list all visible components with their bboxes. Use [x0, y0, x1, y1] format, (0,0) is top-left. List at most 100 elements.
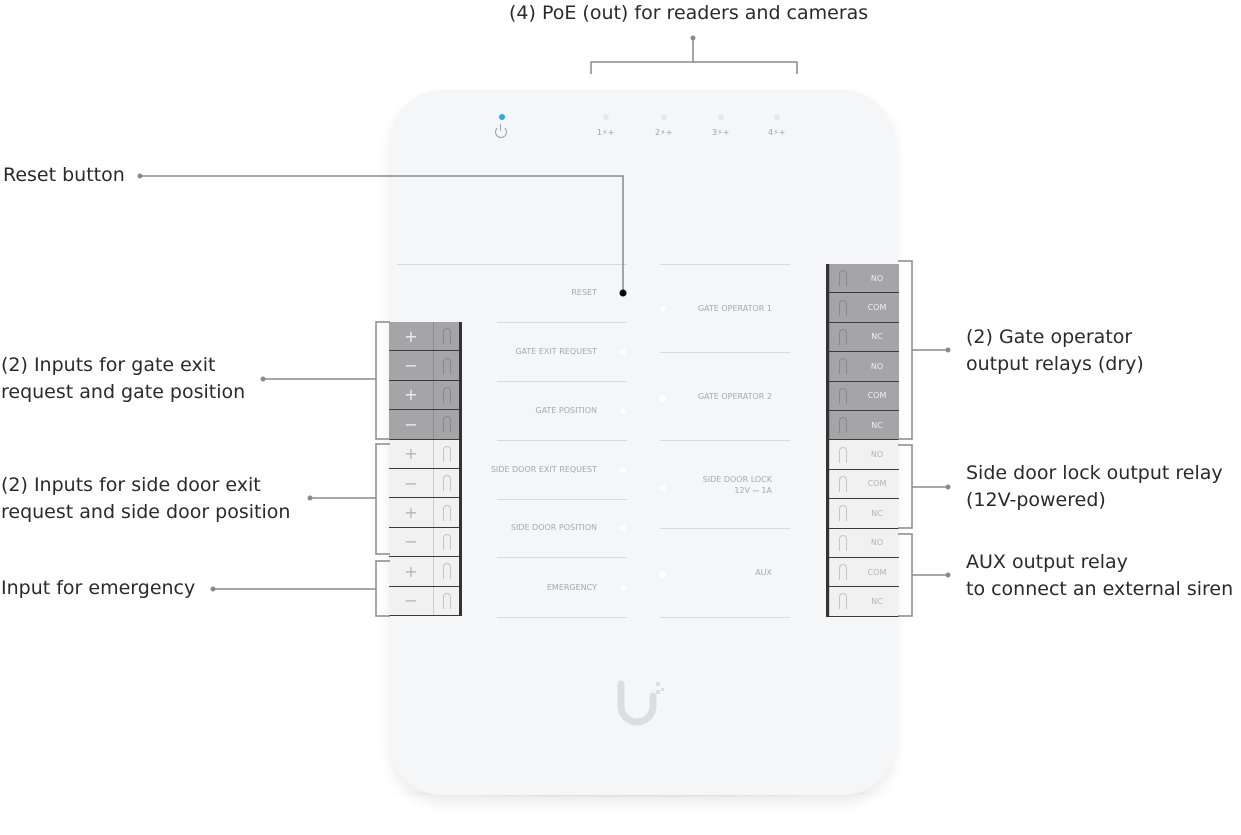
terminal-screw-icon [829, 469, 855, 499]
terminal-slot: − [389, 586, 459, 616]
poe-led [661, 114, 667, 120]
terminal-label: NO [870, 538, 884, 548]
poe-led [718, 114, 724, 120]
panel-label-right: GATE OPERATOR 2 [697, 392, 772, 401]
ubiquiti-logo [617, 680, 664, 726]
terminal-screw-icon [433, 557, 459, 586]
callout-line: (2) Gate operator [966, 326, 1133, 348]
divider [497, 557, 627, 558]
terminal-screw-icon [433, 586, 459, 615]
status-led [660, 396, 666, 402]
power-icon-stem [500, 124, 502, 131]
terminal-screw-icon [433, 498, 459, 527]
terminal-label: + [404, 385, 418, 405]
panel-label-left: EMERGENCY [546, 583, 597, 592]
status-led [620, 525, 626, 531]
terminal-screw-icon [829, 352, 855, 381]
terminal-label: NO [870, 361, 884, 371]
terminal-screw-icon [433, 527, 459, 557]
status-led [620, 467, 626, 473]
terminal-slot: COM [829, 293, 899, 323]
poe-port-label: 3⚡+ [712, 128, 730, 137]
terminal-screw-icon [433, 410, 459, 439]
callout-reset: Reset button [3, 164, 125, 186]
terminal-screw-icon [829, 440, 855, 469]
callout-line: (2) Inputs for side door exit [1, 474, 261, 496]
terminal-label: − [404, 473, 418, 493]
panel-label-left: GATE POSITION [535, 406, 597, 415]
terminal-slot: NC [829, 322, 899, 353]
poe-led [774, 114, 780, 120]
poe-port-label: 4⚡+ [768, 128, 786, 137]
callout-line: AUX output relay [966, 551, 1128, 573]
terminal-label: NC [871, 508, 883, 518]
divider [660, 264, 790, 265]
terminal-screw-icon [829, 587, 855, 616]
divider [660, 352, 790, 353]
poe-port-label: 2⚡+ [655, 128, 673, 137]
terminal-screw-icon [433, 380, 459, 410]
terminal-label: + [404, 444, 418, 464]
callout-line: request and gate position [1, 381, 246, 403]
terminal-screw-icon [829, 528, 855, 557]
terminal-slot: NC [829, 499, 899, 529]
divider [660, 528, 790, 529]
callout-gate-relays: (2) Gate operator output relays (dry) [966, 324, 1144, 378]
poe-led [603, 114, 609, 120]
terminal-screw-icon [829, 557, 855, 587]
terminal-screw-icon [829, 499, 855, 528]
panel-label-right: AUX [755, 568, 772, 577]
terminal-label: COM [867, 391, 887, 401]
power-icon [495, 126, 507, 138]
terminal-label: NC [871, 332, 883, 342]
divider [660, 617, 790, 618]
panel-label-right: 12V ⎓ 1A [734, 486, 772, 495]
poe-port-label: 1⚡+ [597, 128, 615, 137]
callout-gate-inputs: (2) Inputs for gate exit request and gate… [1, 352, 245, 406]
callout-emergency: Input for emergency [1, 577, 196, 599]
divider [397, 264, 627, 265]
terminal-screw-icon [433, 439, 459, 468]
terminal-label: − [404, 356, 418, 376]
terminal-slot: + [389, 380, 459, 411]
callout-line: Side door lock output relay [966, 462, 1223, 484]
terminal-slot: + [389, 439, 459, 469]
terminal-label: + [404, 503, 418, 523]
terminal-slot: NO [829, 352, 899, 382]
terminal-slot: NO [829, 440, 899, 470]
terminal-label: − [404, 414, 418, 434]
divider [497, 322, 627, 323]
terminal-screw-icon [433, 468, 459, 498]
callout-line: to connect an external siren [966, 578, 1234, 600]
terminal-label: + [404, 326, 418, 346]
divider [497, 440, 627, 441]
status-led [660, 572, 666, 578]
callout-line: output relays (dry) [966, 353, 1144, 375]
left-terminal-block: +−+−+−+−+− [389, 322, 462, 616]
status-led [620, 349, 626, 355]
terminal-slot: + [389, 322, 459, 352]
callout-poe: (4) PoE (out) for readers and cameras [509, 2, 869, 24]
terminal-slot: COM [829, 469, 899, 500]
status-led [660, 306, 666, 312]
terminal-slot: NC [829, 410, 899, 441]
terminal-slot: COM [829, 381, 899, 411]
panel-label-left: GATE EXIT REQUEST [515, 347, 597, 356]
panel-label-right: GATE OPERATOR 1 [697, 304, 772, 313]
terminal-slot: NC [829, 587, 899, 617]
terminal-label: NC [871, 420, 883, 430]
callout-line: (12V-powered) [966, 489, 1106, 511]
terminal-screw-icon [433, 351, 459, 380]
panel-label-left: SIDE DOOR POSITION [510, 523, 597, 532]
terminal-screw-icon [433, 322, 459, 351]
terminal-slot: NO [829, 528, 899, 558]
terminal-slot: − [389, 410, 459, 440]
terminal-slot: NO [829, 264, 899, 294]
callout-line: (2) Inputs for gate exit [1, 354, 216, 376]
terminal-label: NC [871, 596, 883, 606]
terminal-slot: − [389, 527, 459, 558]
divider [497, 499, 627, 500]
